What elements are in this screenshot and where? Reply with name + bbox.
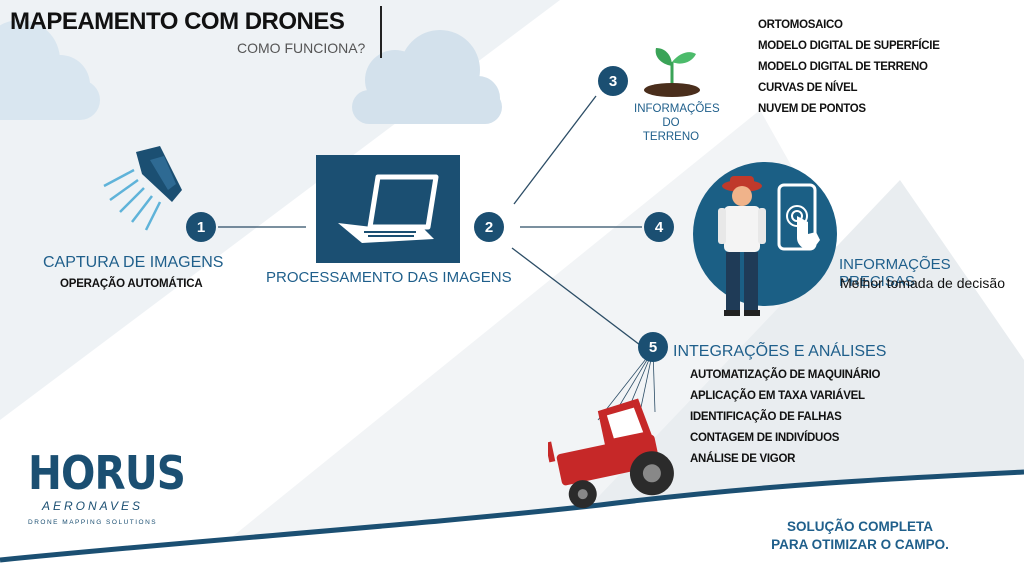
integrations-list: AUTOMATIZAÇÃO DE MAQUINÁRIO APLICAÇÃO EM… <box>690 369 880 474</box>
sprout-icon <box>644 48 700 97</box>
farmer-icon <box>718 176 766 316</box>
step-5-badge: 5 <box>638 332 668 362</box>
touch-phone-icon <box>777 183 820 251</box>
logo-sub: AERONAVES <box>42 499 144 513</box>
step-3-badge: 3 <box>598 66 628 96</box>
step-3-title-line1: INFORMAÇÕES <box>634 103 720 115</box>
terrain-product-item: MODELO DIGITAL DE TERRENO <box>758 61 928 73</box>
drone-camera-icon <box>103 146 182 231</box>
laptop-icon <box>338 174 439 243</box>
horus-logo: HORUS AERONAVES DRONE MAPPING SOLUTIONS <box>28 446 186 526</box>
step-4-title: INFORMAÇÕES PRECISAS <box>839 256 951 290</box>
title-divider <box>380 6 382 58</box>
logo-name: HORUS <box>28 446 186 500</box>
step-1-title: CAPTURA DE IMAGENS <box>43 254 224 271</box>
page-subtitle: COMO FUNCIONA? <box>237 40 366 56</box>
footer-line2: PARA OTIMIZAR O CAMPO. <box>771 537 949 552</box>
terrain-product-item: NUVEM DE PONTOS <box>758 103 866 115</box>
step-5-title: INTEGRAÇÕES E ANÁLISES <box>673 343 887 360</box>
integration-item: AUTOMATIZAÇÃO DE MAQUINÁRIO <box>690 369 881 381</box>
step-4-badge: 4 <box>644 212 674 242</box>
cloud-icon <box>0 20 100 120</box>
terrain-product-item: MODELO DIGITAL DE SUPERFÍCIE <box>758 40 940 52</box>
integration-item: APLICAÇÃO EM TAXA VARIÁVEL <box>690 390 865 402</box>
footer-tagline: SOLUÇÃO COMPLETA PARA OTIMIZAR O CAMPO. <box>760 518 960 554</box>
footer-line1: SOLUÇÃO COMPLETA <box>787 519 933 534</box>
step-4-subtitle: Melhor tomada de decisão <box>840 275 1005 291</box>
logo-tagline: DRONE MAPPING SOLUTIONS <box>28 519 158 526</box>
page-title: MAPEAMENTO COM DRONES <box>10 8 345 35</box>
step-3-title: INFORMAÇÕES DO TERRENO <box>634 102 720 144</box>
integration-item: CONTAGEM DE INDIVÍDUOS <box>690 432 840 444</box>
step-3-title-line2: DO TERRENO <box>642 117 700 143</box>
processing-box <box>316 155 460 263</box>
terrain-products-list: ORTOMOSAICO MODELO DIGITAL DE SUPERFÍCIE… <box>758 19 940 124</box>
integration-item: ANÁLISE DE VIGOR <box>690 453 796 465</box>
terrain-product-item: CURVAS DE NÍVEL <box>758 82 858 94</box>
step-2-title: PROCESSAMENTO DAS IMAGENS <box>266 269 512 286</box>
integration-item: IDENTIFICAÇÃO DE FALHAS <box>690 411 842 423</box>
step-2-badge: 2 <box>474 212 504 242</box>
step-1-subtitle: OPERAÇÃO AUTOMÁTICA <box>60 278 203 290</box>
step-1-badge: 1 <box>186 212 216 242</box>
terrain-product-item: ORTOMOSAICO <box>758 19 843 31</box>
tractor-icon <box>548 398 674 509</box>
